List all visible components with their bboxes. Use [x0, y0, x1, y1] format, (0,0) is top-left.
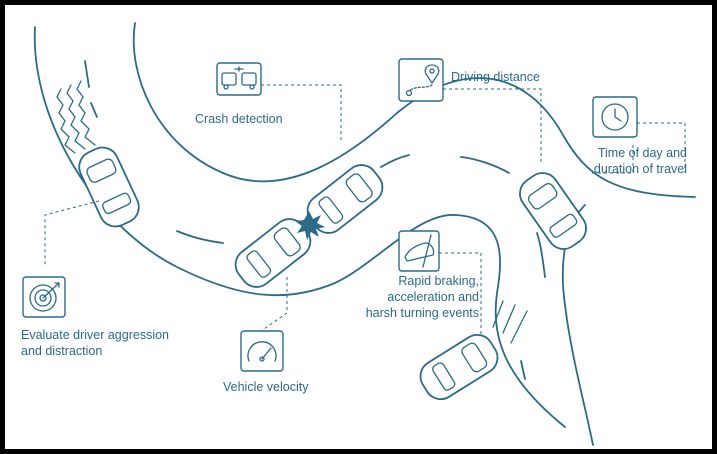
car-crash-b — [306, 164, 384, 234]
label-crash-detection: Crash detection — [195, 112, 283, 126]
crash-burst-icon — [295, 211, 325, 240]
crash-icon — [216, 62, 262, 96]
lane-markings — [84, 60, 546, 380]
label-evaluate-driver: Evaluate driver aggression and distracti… — [21, 328, 169, 358]
label-rapid-braking: Rapid braking, acceleration and harsh tu… — [365, 274, 479, 320]
road-illustration — [22, 22, 696, 446]
label-driving-distance: Driving distance — [451, 70, 540, 84]
speedometer-icon — [240, 330, 284, 372]
road-edge-upper — [132, 22, 696, 198]
skid-marks-bottom — [492, 300, 528, 344]
shoe-pedal-icon — [398, 230, 440, 272]
target-icon — [22, 276, 66, 318]
car-bottom — [419, 333, 499, 401]
map-pin-route-icon — [398, 58, 444, 102]
car-crash-a — [234, 218, 312, 288]
label-time-of-day: Time of day and duration of travel — [593, 146, 687, 176]
clock-icon — [592, 96, 638, 138]
skid-marks-left — [56, 80, 96, 154]
infographic: Crash detection Driving distance Time of… — [5, 5, 712, 449]
car-skidding-left — [78, 146, 140, 228]
connector-lines — [44, 84, 686, 337]
car-right-curve — [519, 172, 587, 250]
label-vehicle-velocity: Vehicle velocity — [223, 380, 309, 394]
